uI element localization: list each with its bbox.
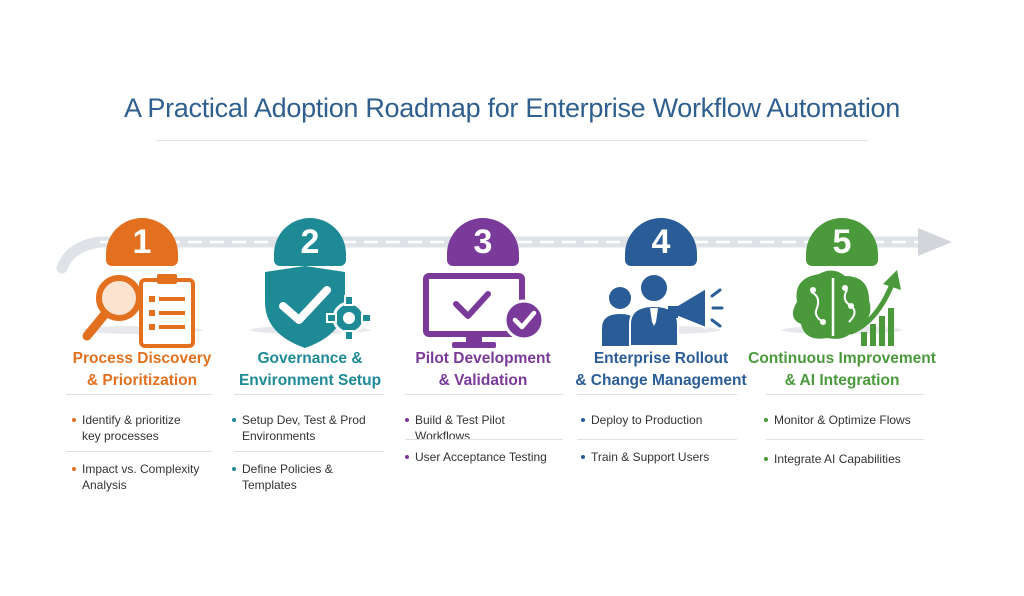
step-title-line: & AI Integration [784, 372, 900, 389]
step-title-line: Environment Setup [238, 372, 382, 389]
bullet-text: Deploy to Production [591, 413, 703, 427]
step-number-badge: 2 [274, 218, 346, 266]
step-title-line: Enterprise Rollout [593, 350, 729, 367]
bullet-text: Define Policies & Templates [242, 462, 333, 492]
list-item: Deploy to Production [581, 412, 702, 428]
divider [577, 394, 737, 395]
divider [577, 439, 737, 440]
bullet-text: Monitor & Optimize Flows [774, 413, 911, 427]
list-item: Monitor & Optimize Flows [764, 412, 911, 428]
bullet-text: Setup Dev, Test & Prod [242, 413, 366, 427]
divider [766, 394, 924, 395]
divider [66, 451, 212, 452]
bullet-text: Environments [242, 429, 316, 443]
divider [66, 394, 212, 395]
bullet-text: Analysis [82, 478, 127, 492]
bullet-text: key processes [82, 429, 159, 443]
step-title: Continuous Improvement & AI Integration [742, 348, 942, 392]
divider [405, 394, 563, 395]
divider [234, 394, 384, 395]
brain-growth-icon [777, 262, 907, 352]
page-title: A Practical Adoption Roadmap for Enterpr… [123, 93, 900, 123]
list-item: Train & Support Users [581, 449, 709, 465]
list-item: User Acceptance Testing [405, 449, 547, 465]
title-divider [156, 140, 868, 141]
step-title-line: Governance & [257, 350, 363, 367]
divider [234, 451, 384, 452]
people-megaphone-icon [596, 262, 726, 352]
step-title: Process Discovery & Prioritization [42, 348, 242, 392]
bullet-text: Train & Support Users [591, 450, 710, 464]
monitor-check-icon [418, 262, 548, 352]
list-item: Impact vs. Complexity Analysis [72, 461, 199, 493]
step-title-line: Pilot Development [415, 350, 551, 367]
step-title: Enterprise Rollout & Change Management [561, 348, 761, 392]
bullet-text: Identify & prioritize [82, 413, 181, 427]
step-title-line: & Validation [438, 372, 528, 389]
list-item: Setup Dev, Test & Prod Environments [232, 412, 366, 444]
step-title-line: Continuous Improvement [748, 350, 936, 367]
bullet-text: Impact vs. Complexity [82, 462, 200, 476]
list-item: Integrate AI Capabilities [764, 451, 901, 467]
shield-gear-icon [245, 262, 375, 352]
list-item: Identify & prioritize key processes [72, 412, 181, 444]
divider [405, 439, 563, 440]
step-title: Governance & Environment Setup [210, 348, 410, 392]
magnifier-clipboard-icon [77, 262, 207, 352]
divider [766, 439, 924, 440]
step-title-line: & Prioritization [86, 372, 198, 389]
step-title-line: Process Discovery [72, 350, 212, 367]
list-item: Define Policies & Templates [232, 461, 390, 493]
bullet-text: Integrate AI Capabilities [774, 452, 901, 466]
bullet-text: User Acceptance Testing [415, 450, 547, 464]
step-title-line: & Change Management [575, 372, 747, 389]
step-title: Pilot Development & Validation [383, 348, 583, 392]
